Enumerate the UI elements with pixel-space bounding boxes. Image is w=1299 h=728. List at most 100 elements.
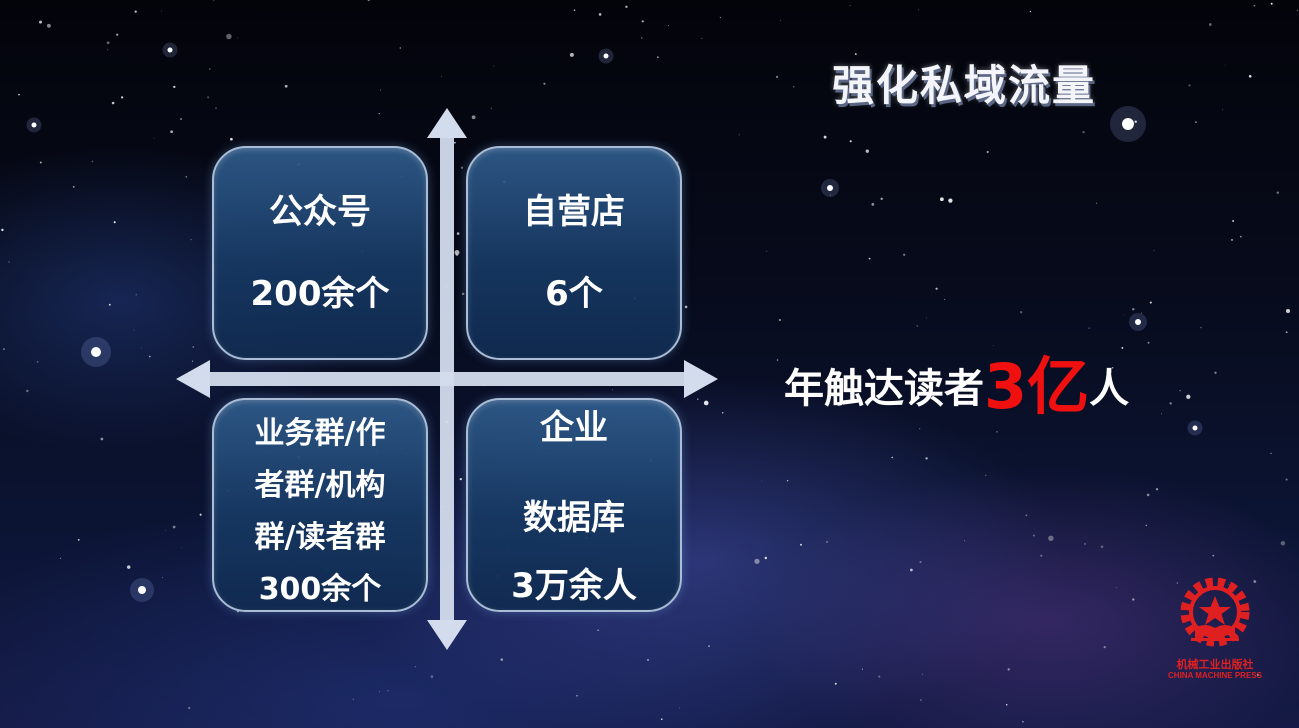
star — [910, 568, 913, 572]
star — [775, 75, 779, 79]
star — [1186, 394, 1191, 399]
star — [1280, 541, 1286, 546]
star — [181, 546, 182, 548]
star — [1077, 363, 1080, 366]
slide-title: 强化私域流量 — [832, 61, 1097, 110]
star — [985, 474, 987, 476]
star — [1149, 301, 1152, 304]
star — [454, 250, 460, 255]
star — [134, 10, 137, 13]
star — [708, 645, 710, 647]
star — [59, 557, 61, 559]
star — [430, 675, 434, 678]
star — [230, 137, 233, 141]
star — [1228, 583, 1230, 585]
star — [1057, 407, 1060, 410]
star — [849, 140, 852, 143]
star — [1285, 478, 1288, 481]
star — [1188, 84, 1191, 87]
star — [39, 20, 42, 24]
star — [215, 107, 217, 109]
star — [878, 675, 881, 678]
quadrant-label-line: 群/读者群 — [254, 520, 386, 555]
star — [948, 198, 953, 203]
star — [598, 13, 602, 16]
star — [611, 389, 613, 391]
star — [1121, 346, 1124, 349]
quadrant-label: 业务群/作 者群/机构 群/读者群 — [214, 408, 426, 564]
star — [1060, 80, 1062, 82]
star — [284, 84, 288, 88]
star — [792, 85, 795, 88]
star — [1296, 9, 1298, 11]
star — [916, 325, 918, 327]
star — [779, 319, 781, 321]
star — [1248, 75, 1252, 78]
star — [1232, 219, 1235, 223]
star — [896, 83, 898, 86]
star — [141, 347, 143, 349]
star — [1153, 250, 1155, 252]
quadrant-label: 自营店 — [523, 192, 625, 232]
bright-star — [603, 53, 609, 59]
star — [1179, 390, 1181, 392]
star — [1256, 673, 1260, 676]
star — [641, 20, 644, 23]
star — [185, 176, 187, 178]
star — [106, 41, 110, 45]
star — [738, 134, 740, 136]
star — [1095, 202, 1098, 204]
star — [1116, 586, 1118, 588]
star — [993, 345, 994, 347]
star — [1208, 23, 1212, 26]
star — [779, 19, 781, 21]
star — [387, 690, 389, 692]
star — [1141, 312, 1143, 314]
star — [148, 355, 151, 358]
star — [722, 412, 724, 414]
star — [187, 706, 191, 710]
star — [701, 37, 703, 39]
star — [367, 0, 370, 2]
star — [1214, 371, 1217, 374]
star — [77, 538, 80, 541]
bright-star — [167, 47, 173, 53]
star — [1029, 10, 1032, 13]
logo-name-en: CHINA MACHINE PRESS — [1168, 671, 1262, 680]
star — [1020, 311, 1023, 314]
bright-star — [1135, 319, 1141, 325]
star — [865, 149, 869, 153]
star — [1, 228, 4, 232]
star — [860, 76, 866, 82]
star — [940, 197, 944, 202]
down-arrow-icon — [427, 620, 467, 650]
star — [380, 89, 382, 91]
star — [849, 5, 851, 7]
star — [209, 68, 211, 70]
star — [684, 305, 688, 309]
star — [1146, 493, 1150, 497]
star — [754, 558, 760, 564]
star — [36, 360, 39, 363]
star — [441, 75, 443, 77]
star — [378, 112, 380, 115]
star — [161, 10, 162, 12]
star — [1100, 545, 1104, 549]
star — [161, 576, 164, 579]
quadrant-own-stores: 自营店 6个 — [466, 146, 682, 360]
star — [921, 673, 923, 675]
bright-star — [827, 185, 833, 191]
star — [964, 540, 966, 542]
star — [192, 346, 195, 348]
star — [903, 253, 906, 256]
star — [133, 329, 135, 331]
star — [947, 77, 951, 81]
star — [918, 9, 920, 11]
reach-number: 3亿 — [984, 350, 1090, 423]
star — [26, 389, 29, 393]
star — [919, 428, 921, 430]
star — [854, 53, 857, 56]
star — [1200, 326, 1202, 329]
vertical-axis — [440, 130, 454, 630]
